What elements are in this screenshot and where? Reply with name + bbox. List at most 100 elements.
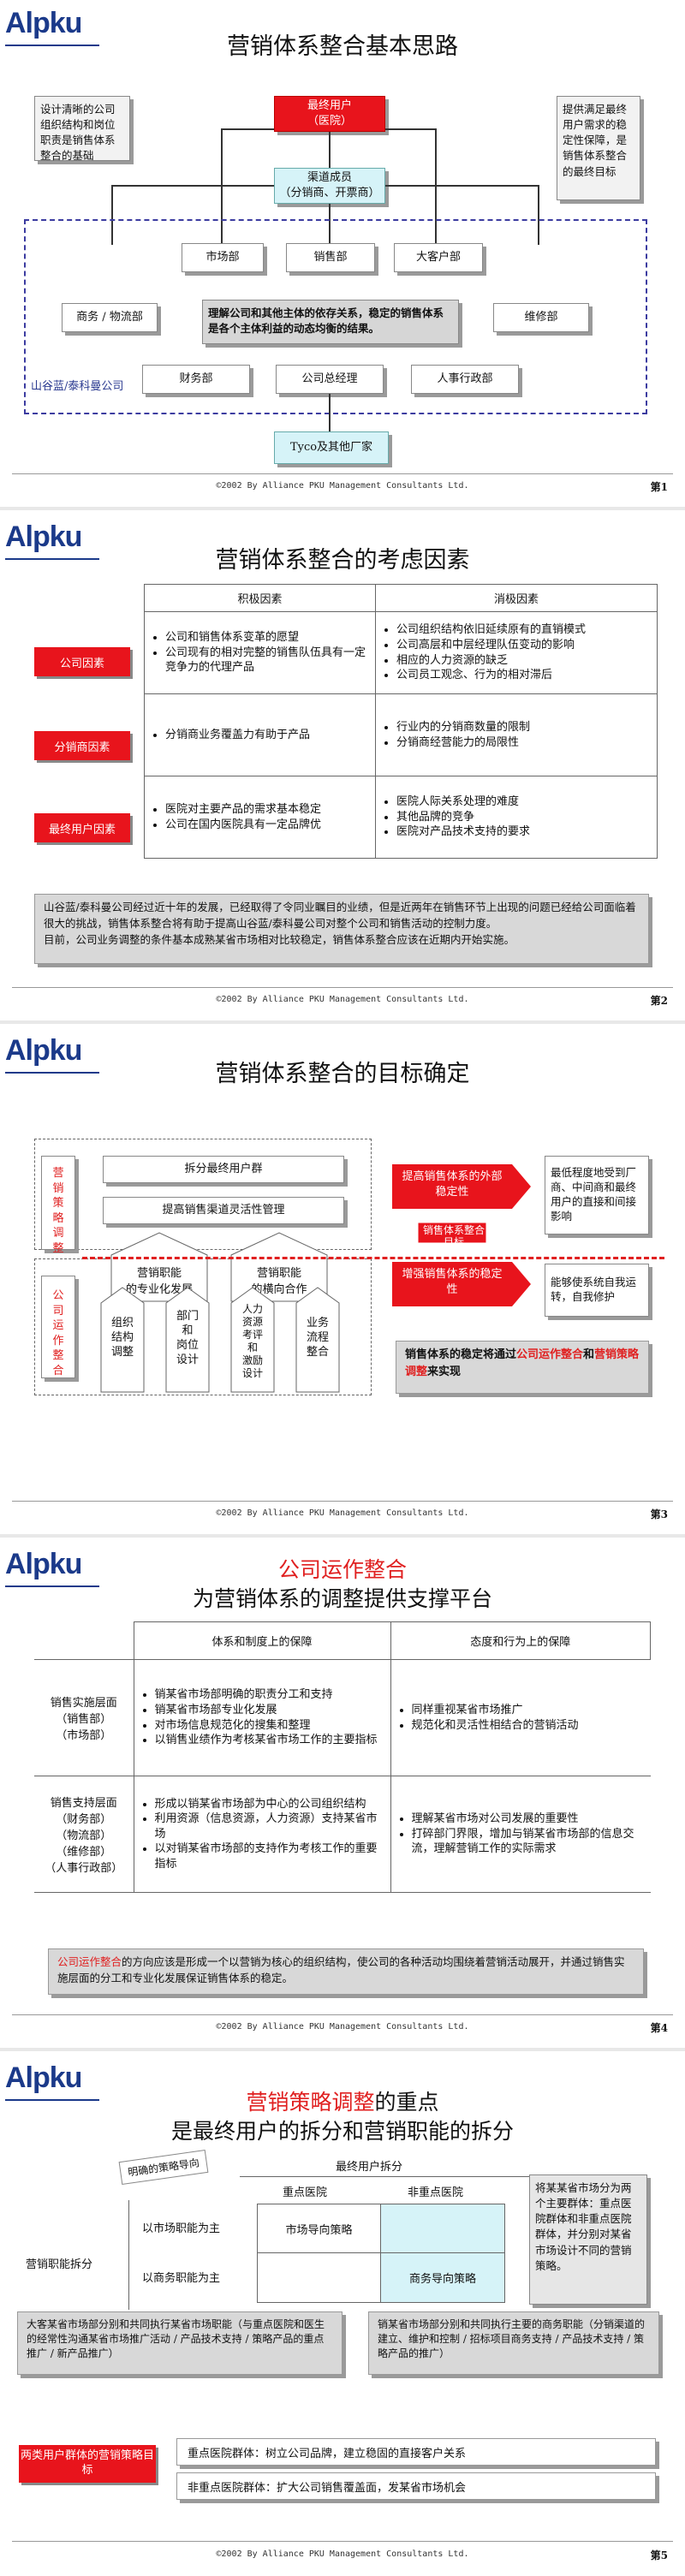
connector xyxy=(329,132,331,168)
list-item: 以销售业绩作为考核某省市场工作的主要指标 xyxy=(155,1733,384,1748)
logo: Alpku xyxy=(5,2061,82,2094)
positive-cell: 分销商业务覆盖力有助于产品 xyxy=(144,693,376,776)
footer-rule xyxy=(12,987,673,988)
row-commerce-label: 以商务职能为主 xyxy=(142,2272,221,2285)
right-note-text: 将某某省市场分为两个主要群体：重点医院群体和非重点医院群体，并分别对某省市场设计… xyxy=(535,2181,632,2272)
logo: Alpku xyxy=(5,1034,82,1067)
key-account-box: 大客户部 xyxy=(394,243,483,272)
slide-title: 营销策略调整的重点 xyxy=(0,2085,685,2116)
arrow-top-label: 提高销售体系的外部稳定性 xyxy=(402,1170,503,1199)
left-function-note: 大客某省市场部分别和共同执行某省市场职能（与重点医院和医生的经常性沟通某省市场推… xyxy=(17,2311,342,2375)
list-item: 公司组织结构依旧延续原有的直销模式 xyxy=(396,622,650,638)
connector xyxy=(111,185,274,187)
table-row: 医院对主要产品的需求基本稳定 公司在国内医院具有一定品牌优 医院人际关系处理的难… xyxy=(144,776,658,859)
title-highlight: 营销策略调整 xyxy=(246,2090,375,2115)
slide-title: 营销体系整合基本思路 xyxy=(227,33,458,60)
conclusion-text: 和 xyxy=(583,1348,595,1361)
connector xyxy=(538,185,539,245)
footer: ©2002 By Alliance PKU Management Consult… xyxy=(216,481,469,491)
table-row: 销售支持层面 （财务部） （物流部） （维修部） （人事行政部） 形成以销某省市… xyxy=(34,1776,651,1893)
connector xyxy=(223,128,274,130)
right-note: 将某某省市场分为两个主要群体：重点医院群体和非重点医院群体，并分别对某省市场设计… xyxy=(529,2174,647,2305)
footer-rule xyxy=(12,1501,673,1502)
top-bar-2: 提高销售渠道灵活性管理 xyxy=(103,1197,344,1224)
conclusion-highlight: 营销策略调整 xyxy=(405,1348,640,1378)
logo: Alpku xyxy=(5,1548,82,1580)
company-label: 山谷蓝/泰科曼公司 xyxy=(31,380,124,393)
logo: Alpku xyxy=(5,7,82,39)
tyco-box: Tyco及其他厂家 xyxy=(274,431,389,464)
center-note: 理解公司和其他主体的依存关系，稳定的销售体系是各个主体利益的动态均衡的结果。 xyxy=(202,300,459,344)
ops-label: 公 司 运 作 整 合 xyxy=(52,1289,64,1377)
list-item: 公司现有的相对完整的销售队伍具有一定竞争力的代理产品 xyxy=(165,645,368,675)
distributor-factor-tag: 分销商因素 xyxy=(34,731,130,760)
footer: ©2002 By Alliance PKU Management Consult… xyxy=(216,995,469,1004)
list-item: 医院对主要产品的需求基本稳定 xyxy=(165,802,368,818)
list-item: 分销商经营能力的局限性 xyxy=(396,735,650,751)
col-positive: 积极因素 xyxy=(144,584,376,612)
title-text: 的重点 xyxy=(374,2090,439,2115)
col-nonkey-label: 非重点医院 xyxy=(408,2186,464,2199)
end-user-box: 最终用户 （医院） xyxy=(274,96,385,132)
list-item: 公司和销售体系变革的愿望 xyxy=(165,630,368,645)
hr-box: 人事行政部 xyxy=(411,365,519,394)
goal-key: 重点医院群体：树立公司品牌，建立稳固的直接客户关系 xyxy=(176,2438,656,2466)
arrow-mid-label: 销售体系整合目标 xyxy=(422,1224,485,1249)
house-2-label: 营销职能 的横向合作 xyxy=(251,1267,307,1296)
system-cell: 销某省市场部明确的职责分工和支持 销某省市场部专业化发展 对市场信息规范化的搜集… xyxy=(133,1659,391,1776)
list-item: 销某省市场部专业化发展 xyxy=(155,1703,384,1718)
finance-box: 财务部 xyxy=(142,365,250,394)
footer-rule xyxy=(12,2541,673,2542)
logo: Alpku xyxy=(5,521,82,553)
attitude-cell: 理解某省市场对公司发展的重要性 打碎部门界限，增加与销某省市场部的信息交流，理解… xyxy=(390,1776,651,1893)
slide-title: 为营销体系的调整提供支撑平台 xyxy=(192,1586,492,1611)
footer-rule xyxy=(12,473,673,474)
axis-top-label: 最终用户拆分 xyxy=(336,2161,403,2174)
goal-tag: 两类用户群体的营销策略目标 xyxy=(19,2445,156,2483)
cell-empty-1 xyxy=(381,2204,504,2253)
sales-dept-box: 销售部 xyxy=(286,243,375,272)
pillar-shapes xyxy=(100,1287,340,1393)
col-attitude: 态度和行为上的保障 xyxy=(390,1621,651,1660)
logo-underline xyxy=(5,1072,99,1074)
right-function-note: 销某省市场部分别和共同执行主要的商务职能（分销渠道的建立、维护和控制 / 招标项… xyxy=(368,2311,659,2375)
market-dept-box: 市场部 xyxy=(182,243,264,272)
summary-text: 的方向应该是形成一个以营销为核心的组织结构，使公司的各种活动均围绕着营销活动展开… xyxy=(57,1955,625,1984)
row-label: 销售支持层面 （财务部） （物流部） （维修部） （人事行政部） xyxy=(34,1776,134,1893)
list-item: 销某省市场部明确的职责分工和支持 xyxy=(155,1687,384,1703)
connector xyxy=(111,185,113,245)
logo-underline xyxy=(5,1585,99,1587)
right-note: 提供满足最终用户需求的稳定性保障，是销售体系整合的最终目标 xyxy=(557,96,640,200)
row-market-label: 以市场职能为主 xyxy=(142,2222,221,2235)
gm-box: 公司总经理 xyxy=(276,365,384,394)
axis-corner-label: 明确的策略导向 xyxy=(118,2150,209,2185)
connector xyxy=(329,394,331,431)
list-item: 公司在国内医院具有一定品牌优 xyxy=(165,818,368,833)
factors-table: 积极因素 消极因素 公司和销售体系变革的愿望 公司现有的相对完整的销售队伍具有一… xyxy=(144,584,658,859)
conclusion-highlight: 公司运作整合 xyxy=(516,1348,584,1361)
summary-note: 公司运作整合的方向应该是形成一个以营销为核心的组织结构，使公司的各种活动均围绕着… xyxy=(48,1948,644,1995)
pillar-2-label: 部门 和 岗位 设计 xyxy=(176,1310,199,1366)
negative-cell: 公司组织结构依旧延续原有的直销模式 公司高层和中层经理队伍变动的影响 相应的人力… xyxy=(375,611,658,694)
left-note: 设计清晰的公司组织结构和岗位职责是销售体系整合的基础 xyxy=(34,96,130,162)
page-number: 第1 xyxy=(650,481,668,493)
slide-1: Alpku 营销体系整合基本思路 设计清晰的公司组织结构和岗位职责是销售体系整合… xyxy=(0,0,685,510)
list-item: 形成以销某省市场部为中心的公司组织结构 xyxy=(155,1797,384,1812)
list-item: 以对销某省市场部的支持作为考核工作的重要指标 xyxy=(155,1841,384,1871)
col-key-label: 重点医院 xyxy=(283,2186,328,2199)
list-item: 医院对产品技术支持的要求 xyxy=(396,824,650,840)
footer: ©2002 By Alliance PKU Management Consult… xyxy=(216,1508,469,1518)
slide-title: 营销体系整合的考虑因素 xyxy=(215,547,470,574)
pillar-1-label: 组织 结构 调整 xyxy=(110,1317,134,1359)
list-item: 医院人际关系处理的难度 xyxy=(396,794,650,810)
axis-rule xyxy=(128,2200,129,2310)
red-dashed-line xyxy=(82,1257,664,1259)
slide-3: Alpku 营销体系整合的目标确定 营 销 策 略 调 整 公 司 运 作 整 … xyxy=(0,1027,685,1538)
page-number: 第4 xyxy=(650,2022,668,2034)
company-factor-tag: 公司因素 xyxy=(34,647,130,676)
page-number: 第5 xyxy=(650,2549,668,2561)
table-row: 销售实施层面 （销售部） （市场部） 销某省市场部明确的职责分工和支持 销某省市… xyxy=(34,1659,651,1776)
list-item: 打碎部门界限，增加与销某省市场部的信息交流，理解营销工作的实际需求 xyxy=(412,1827,644,1857)
connector xyxy=(329,204,331,243)
page-number: 第2 xyxy=(650,995,668,1007)
